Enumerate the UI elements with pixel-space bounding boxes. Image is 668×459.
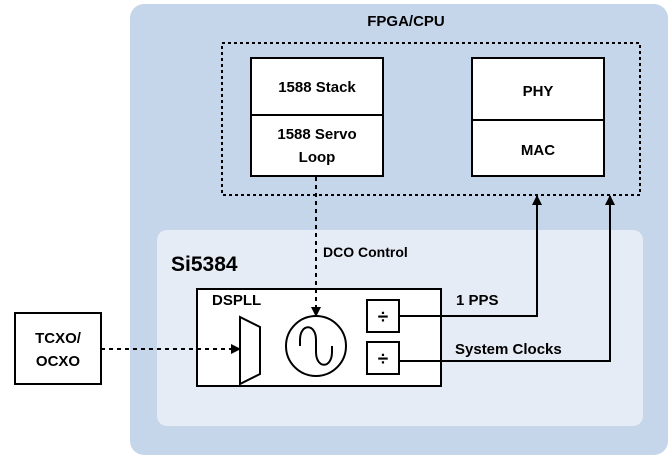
oscillator-box xyxy=(14,312,102,385)
servo-label-line1: 1588 Servo xyxy=(277,126,356,143)
divider-box-pps xyxy=(366,299,400,333)
phy-mac-box xyxy=(471,57,605,177)
dspll-label: DSPLL xyxy=(212,292,261,309)
dco-control-label: DCO Control xyxy=(323,244,408,260)
divider-box-clocks xyxy=(366,341,400,375)
divider-symbol-pps: ÷ xyxy=(378,307,388,328)
fpga-title: FPGA/CPU xyxy=(367,13,445,30)
pps-line xyxy=(399,195,542,317)
fpga-region xyxy=(221,42,641,196)
servo-label-line2: Loop xyxy=(299,149,336,166)
chip-title: Si5384 xyxy=(171,253,238,276)
mac-label: MAC xyxy=(521,142,555,159)
divider-symbol-clocks: ÷ xyxy=(378,349,388,370)
system-clocks-line xyxy=(399,195,615,362)
system-clocks-label: System Clocks xyxy=(455,341,562,358)
pps-label: 1 PPS xyxy=(456,292,499,309)
phy-label: PHY xyxy=(523,83,554,100)
stack-label: 1588 Stack xyxy=(278,79,356,96)
sine-in-circle-icon xyxy=(285,315,347,377)
oscillator-label-line2: OCXO xyxy=(36,353,81,370)
stack-servo-box xyxy=(250,57,384,177)
oscillator-label-line1: TCXO/ xyxy=(35,330,82,347)
trapezoid-mux-icon xyxy=(239,315,261,386)
